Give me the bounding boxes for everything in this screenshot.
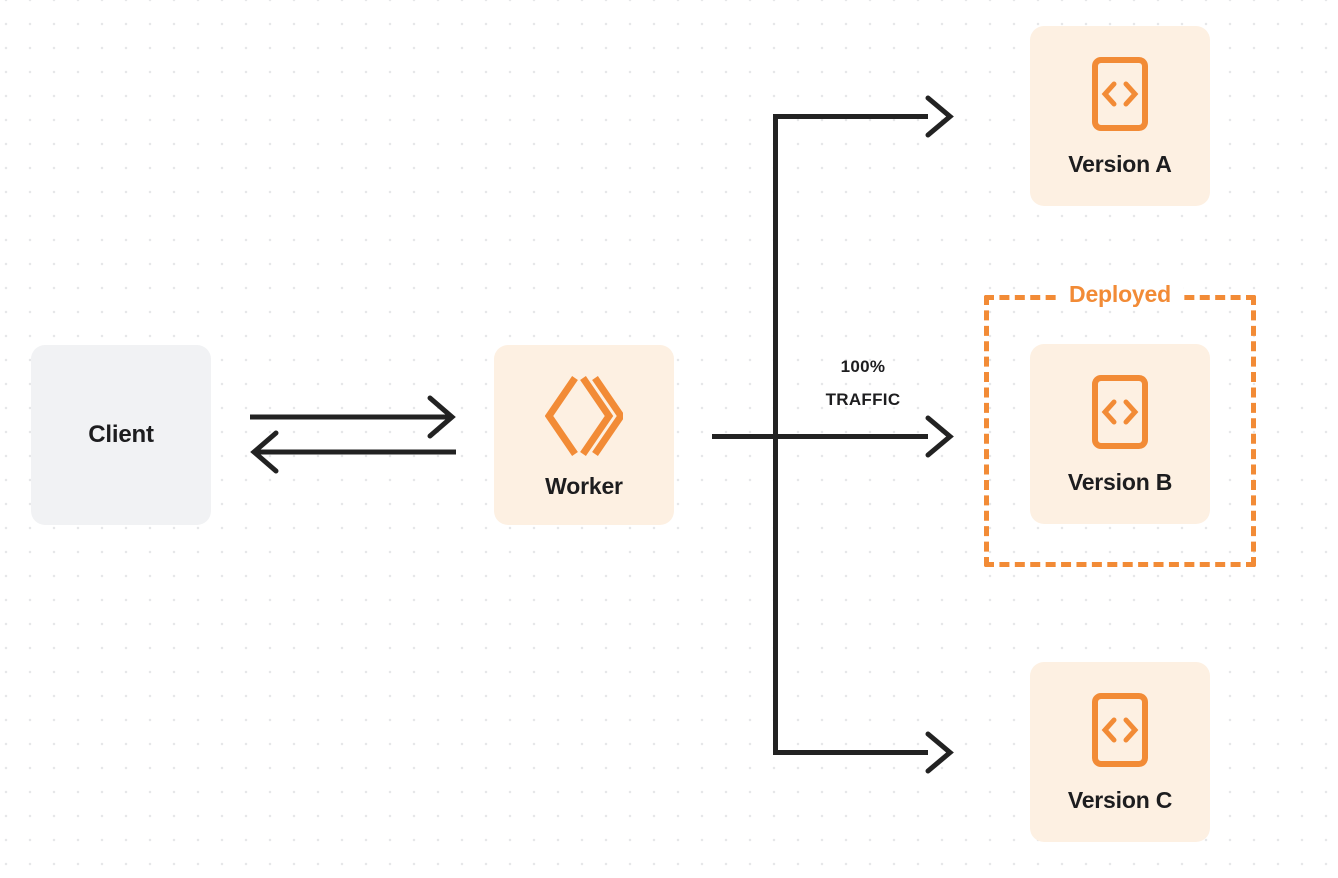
node-version-b-label: Version B	[1067, 468, 1173, 495]
node-version-c-label: Version C	[1067, 786, 1173, 813]
node-version-b[interactable]: Version B	[1030, 344, 1210, 524]
node-version-a[interactable]: Version A	[1030, 26, 1210, 206]
arrow-trunk-to-version-c	[773, 731, 954, 774]
traffic-word: TRAFFIC	[825, 390, 901, 410]
node-client[interactable]: Client	[31, 345, 211, 525]
code-file-icon	[1092, 374, 1148, 449]
arrow-worker-to-client	[250, 430, 456, 474]
node-client-label: Client	[88, 421, 154, 448]
traffic-percent: 100%	[840, 357, 886, 376]
traffic-label: 100% TRAFFIC	[783, 350, 943, 416]
deployed-group-label: Deployed	[1057, 283, 1183, 306]
code-file-icon	[1092, 56, 1148, 131]
arrow-trunk-to-version-a	[773, 95, 954, 138]
deployed-group: Deployed	[984, 283, 1256, 567]
node-worker-label: Worker	[545, 472, 623, 499]
code-file-icon	[1092, 692, 1148, 767]
arrow-worker-to-version-b	[712, 415, 954, 458]
cloudflare-workers-logo-icon	[544, 373, 626, 459]
node-version-c[interactable]: Version C	[1030, 662, 1210, 842]
node-worker[interactable]: Worker	[494, 345, 674, 525]
arrow-client-to-worker	[250, 395, 456, 439]
node-version-a-label: Version A	[1068, 150, 1172, 177]
